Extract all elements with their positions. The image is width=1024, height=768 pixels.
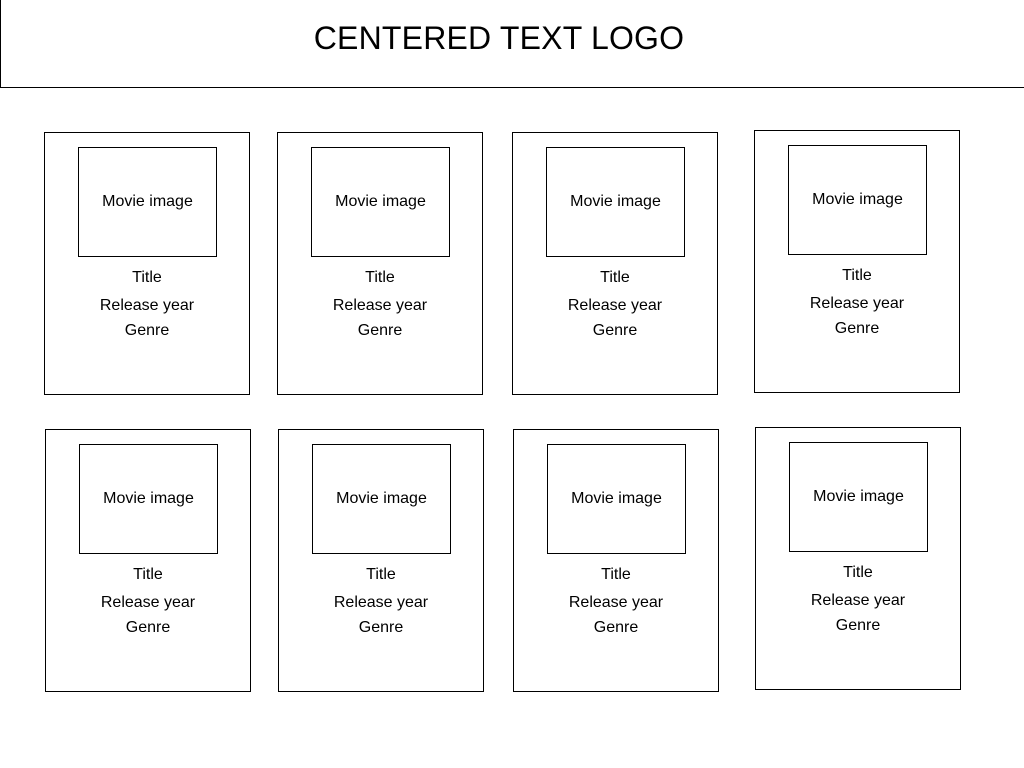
logo-text[interactable]: CENTERED TEXT LOGO [313, 20, 685, 56]
movie-card[interactable]: Movie image Title Release year Genre [45, 429, 251, 692]
movie-title: Title [365, 269, 395, 286]
movie-image-placeholder: Movie image [79, 444, 218, 554]
movie-release-year: Release year [568, 594, 664, 611]
movie-genre: Genre [358, 619, 404, 636]
movie-title: Title [366, 566, 396, 583]
movie-title: Title [133, 566, 163, 583]
movie-release-year: Release year [100, 594, 196, 611]
movie-release-year: Release year [99, 297, 195, 314]
movie-image-label: Movie image [336, 490, 427, 507]
movie-title: Title [843, 564, 873, 581]
movie-card[interactable]: Movie image Title Release year Genre [278, 429, 484, 692]
movie-image-placeholder: Movie image [311, 147, 450, 257]
movie-genre: Genre [357, 322, 403, 339]
movie-title: Title [132, 269, 162, 286]
movie-title: Title [600, 269, 630, 286]
movie-image-placeholder: Movie image [788, 145, 927, 255]
movie-image-label: Movie image [570, 193, 661, 210]
movie-image-label: Movie image [103, 490, 194, 507]
movie-genre: Genre [593, 619, 639, 636]
movie-card[interactable]: Movie image Title Release year Genre [512, 132, 718, 395]
movie-release-year: Release year [809, 295, 905, 312]
movie-card[interactable]: Movie image Title Release year Genre [513, 429, 719, 692]
movie-image-placeholder: Movie image [547, 444, 686, 554]
movie-image-label: Movie image [813, 488, 904, 505]
movie-image-placeholder: Movie image [546, 147, 685, 257]
movie-genre: Genre [592, 322, 638, 339]
movie-release-year: Release year [333, 594, 429, 611]
movie-release-year: Release year [810, 592, 906, 609]
movie-card[interactable]: Movie image Title Release year Genre [277, 132, 483, 395]
movie-image-placeholder: Movie image [312, 444, 451, 554]
movie-image-placeholder: Movie image [789, 442, 928, 552]
movie-card[interactable]: Movie image Title Release year Genre [754, 130, 960, 393]
movie-card[interactable]: Movie image Title Release year Genre [755, 427, 961, 690]
header: CENTERED TEXT LOGO [0, 0, 1024, 88]
movie-release-year: Release year [332, 297, 428, 314]
movie-card[interactable]: Movie image Title Release year Genre [44, 132, 250, 395]
movie-image-label: Movie image [812, 191, 903, 208]
movie-image-label: Movie image [102, 193, 193, 210]
movie-image-label: Movie image [335, 193, 426, 210]
movie-genre: Genre [125, 619, 171, 636]
movie-title: Title [842, 267, 872, 284]
movie-genre: Genre [835, 617, 881, 634]
movie-image-label: Movie image [571, 490, 662, 507]
movie-genre: Genre [124, 322, 170, 339]
movie-genre: Genre [834, 320, 880, 337]
movie-title: Title [601, 566, 631, 583]
movie-image-placeholder: Movie image [78, 147, 217, 257]
movie-release-year: Release year [567, 297, 663, 314]
